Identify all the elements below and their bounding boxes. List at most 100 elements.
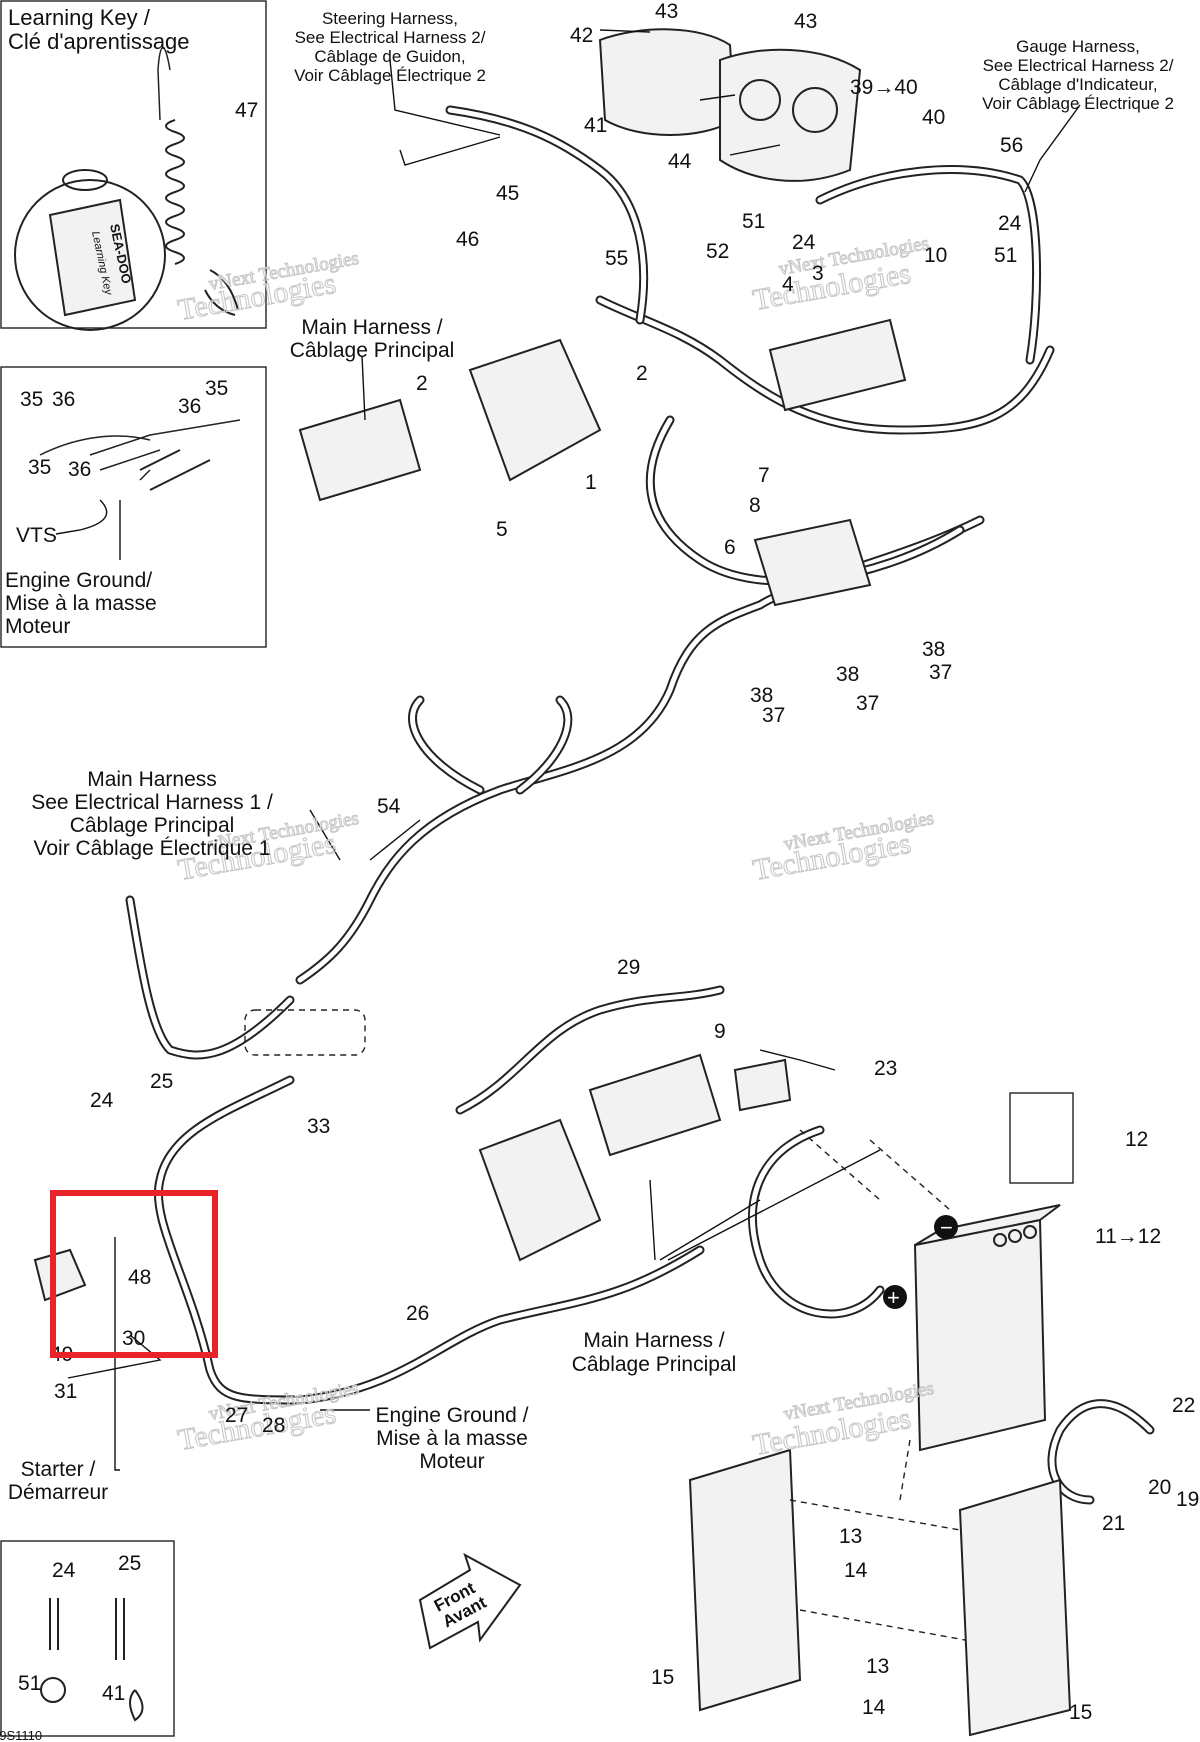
inset-engine-ground [0,366,267,648]
captions: Learning Key /Clé d'aprentissage Steerin… [0,5,1174,1742]
part-number-label: 14 [862,1696,886,1719]
caption-steering-harness: Steering Harness,See Electrical Harness … [294,9,486,85]
battery [913,1218,1047,1452]
caption-starter: Starter /Démarreur [8,1458,108,1504]
caption-gauge-harness: Gauge Harness,See Electrical Harness 2/C… [982,37,1174,113]
part-number-label: 33 [307,1115,330,1138]
part-number-label: 55 [605,247,628,270]
part-number-label: 19 [1176,1488,1199,1511]
part-number-label: 42 [570,24,593,47]
part-number-label: 27 [225,1404,248,1427]
fuse-box-top-right [768,318,907,412]
part-number-label: 4 [782,273,794,296]
fuse-box-bottom [588,1053,722,1157]
part-number-label: 51 [18,1672,41,1695]
part-number-label: 39→40 [850,76,918,99]
minus-terminal: − [940,1215,953,1240]
part-number-label: 21 [1102,1512,1125,1535]
part-number-label: 54 [377,795,401,818]
part-number-label: 41 [102,1682,125,1705]
main-harness-routing [125,105,1155,1505]
part-number-label: 47 [235,99,258,122]
part-number-label: 43 [794,10,817,33]
part-number-label: 13 [839,1525,862,1548]
part-number-label: 35 [205,377,228,400]
part-number-label: 37 [929,661,952,684]
battery-tray-left [688,1448,802,1712]
part-number-label: 45 [496,182,519,205]
part-number-label: 24 [792,231,816,254]
part-number-label: 31 [54,1380,77,1403]
part-number-label: 24 [52,1559,76,1582]
bracket-bottom [478,1118,602,1262]
part-number-label: 37 [762,704,785,727]
part-number-label: 2 [416,372,428,395]
part-number-label: 30 [122,1327,145,1350]
caption-learning-key: Learning Key /Clé d'aprentissage [8,5,190,54]
part-number-label: 48 [128,1266,151,1289]
caption-front: FrontAvant [431,1577,490,1632]
part-number-label: 51 [994,244,1017,267]
part-number-label: 22 [1172,1394,1195,1417]
part-number-label: 11→12 [1095,1225,1161,1248]
gauge-bezel [598,28,737,136]
part-number-label: 15 [651,1666,674,1689]
part-number-label: 12 [1125,1128,1148,1151]
part-number-label: 40 [922,106,945,129]
leader-lines [67,29,1081,1471]
part-number-label: 36 [52,388,75,411]
caption-vts: VTS [16,524,57,547]
part-number-label: 38 [836,663,859,686]
part-number-label: 10 [924,244,947,267]
starter-plug [33,1248,87,1302]
part-number-label: 1 [585,471,597,494]
part-number-label: 43 [655,0,678,23]
part-number-label: 37 [856,692,879,715]
voltage-regulator [753,518,872,607]
part-number-label: 35 [20,388,43,411]
part-number-label: 44 [668,150,692,173]
part-number-label: 24 [90,1089,114,1112]
battery-tray-right [958,1478,1072,1737]
caption-main-harness-bottom: Main Harness /Câblage Principal [572,1329,737,1376]
inset-fasteners [0,1540,175,1737]
part-number-label: 36 [178,395,201,418]
part-number-label: 8 [749,494,761,517]
part-number-label: 7 [758,464,770,487]
part-number-label: 24 [998,212,1022,235]
gauge-cluster [719,48,862,182]
part-number-label: 29 [617,956,640,979]
part-number-label: 5 [496,518,508,541]
figure-id: 09S1110 [0,1728,42,1742]
part-number-label: 13 [866,1655,889,1678]
highlight-box [50,1190,218,1358]
part-number-label: 20 [1148,1476,1171,1499]
part-number-label: 26 [406,1302,429,1325]
part-number-label: 25 [150,1070,173,1093]
front-arrow [418,1552,522,1650]
part-number-label: 38 [922,638,945,661]
bracket-1 [468,338,602,482]
part-number-label: 9 [714,1020,726,1043]
part-number-label: 51 [742,210,765,233]
components: − + [33,28,1074,1737]
part-number-label: 2 [636,362,648,385]
part-number-label: 15 [1069,1701,1092,1724]
part-number-label: 28 [262,1414,285,1437]
caption-main-harness-top: Main Harness /Câblage Principal [290,316,455,362]
part-number-label: 23 [874,1057,897,1080]
fuse-box-top-left [298,398,422,502]
part-number-label: 36 [68,458,91,481]
part-number-label: 3 [812,262,824,285]
part-number-label: 38 [750,684,773,707]
plus-terminal: + [887,1285,900,1310]
part-number-label: 52 [706,240,729,263]
starter-solenoid [733,1058,792,1112]
part-number-label: 6 [724,536,736,559]
part-number-label: 56 [1000,134,1023,157]
